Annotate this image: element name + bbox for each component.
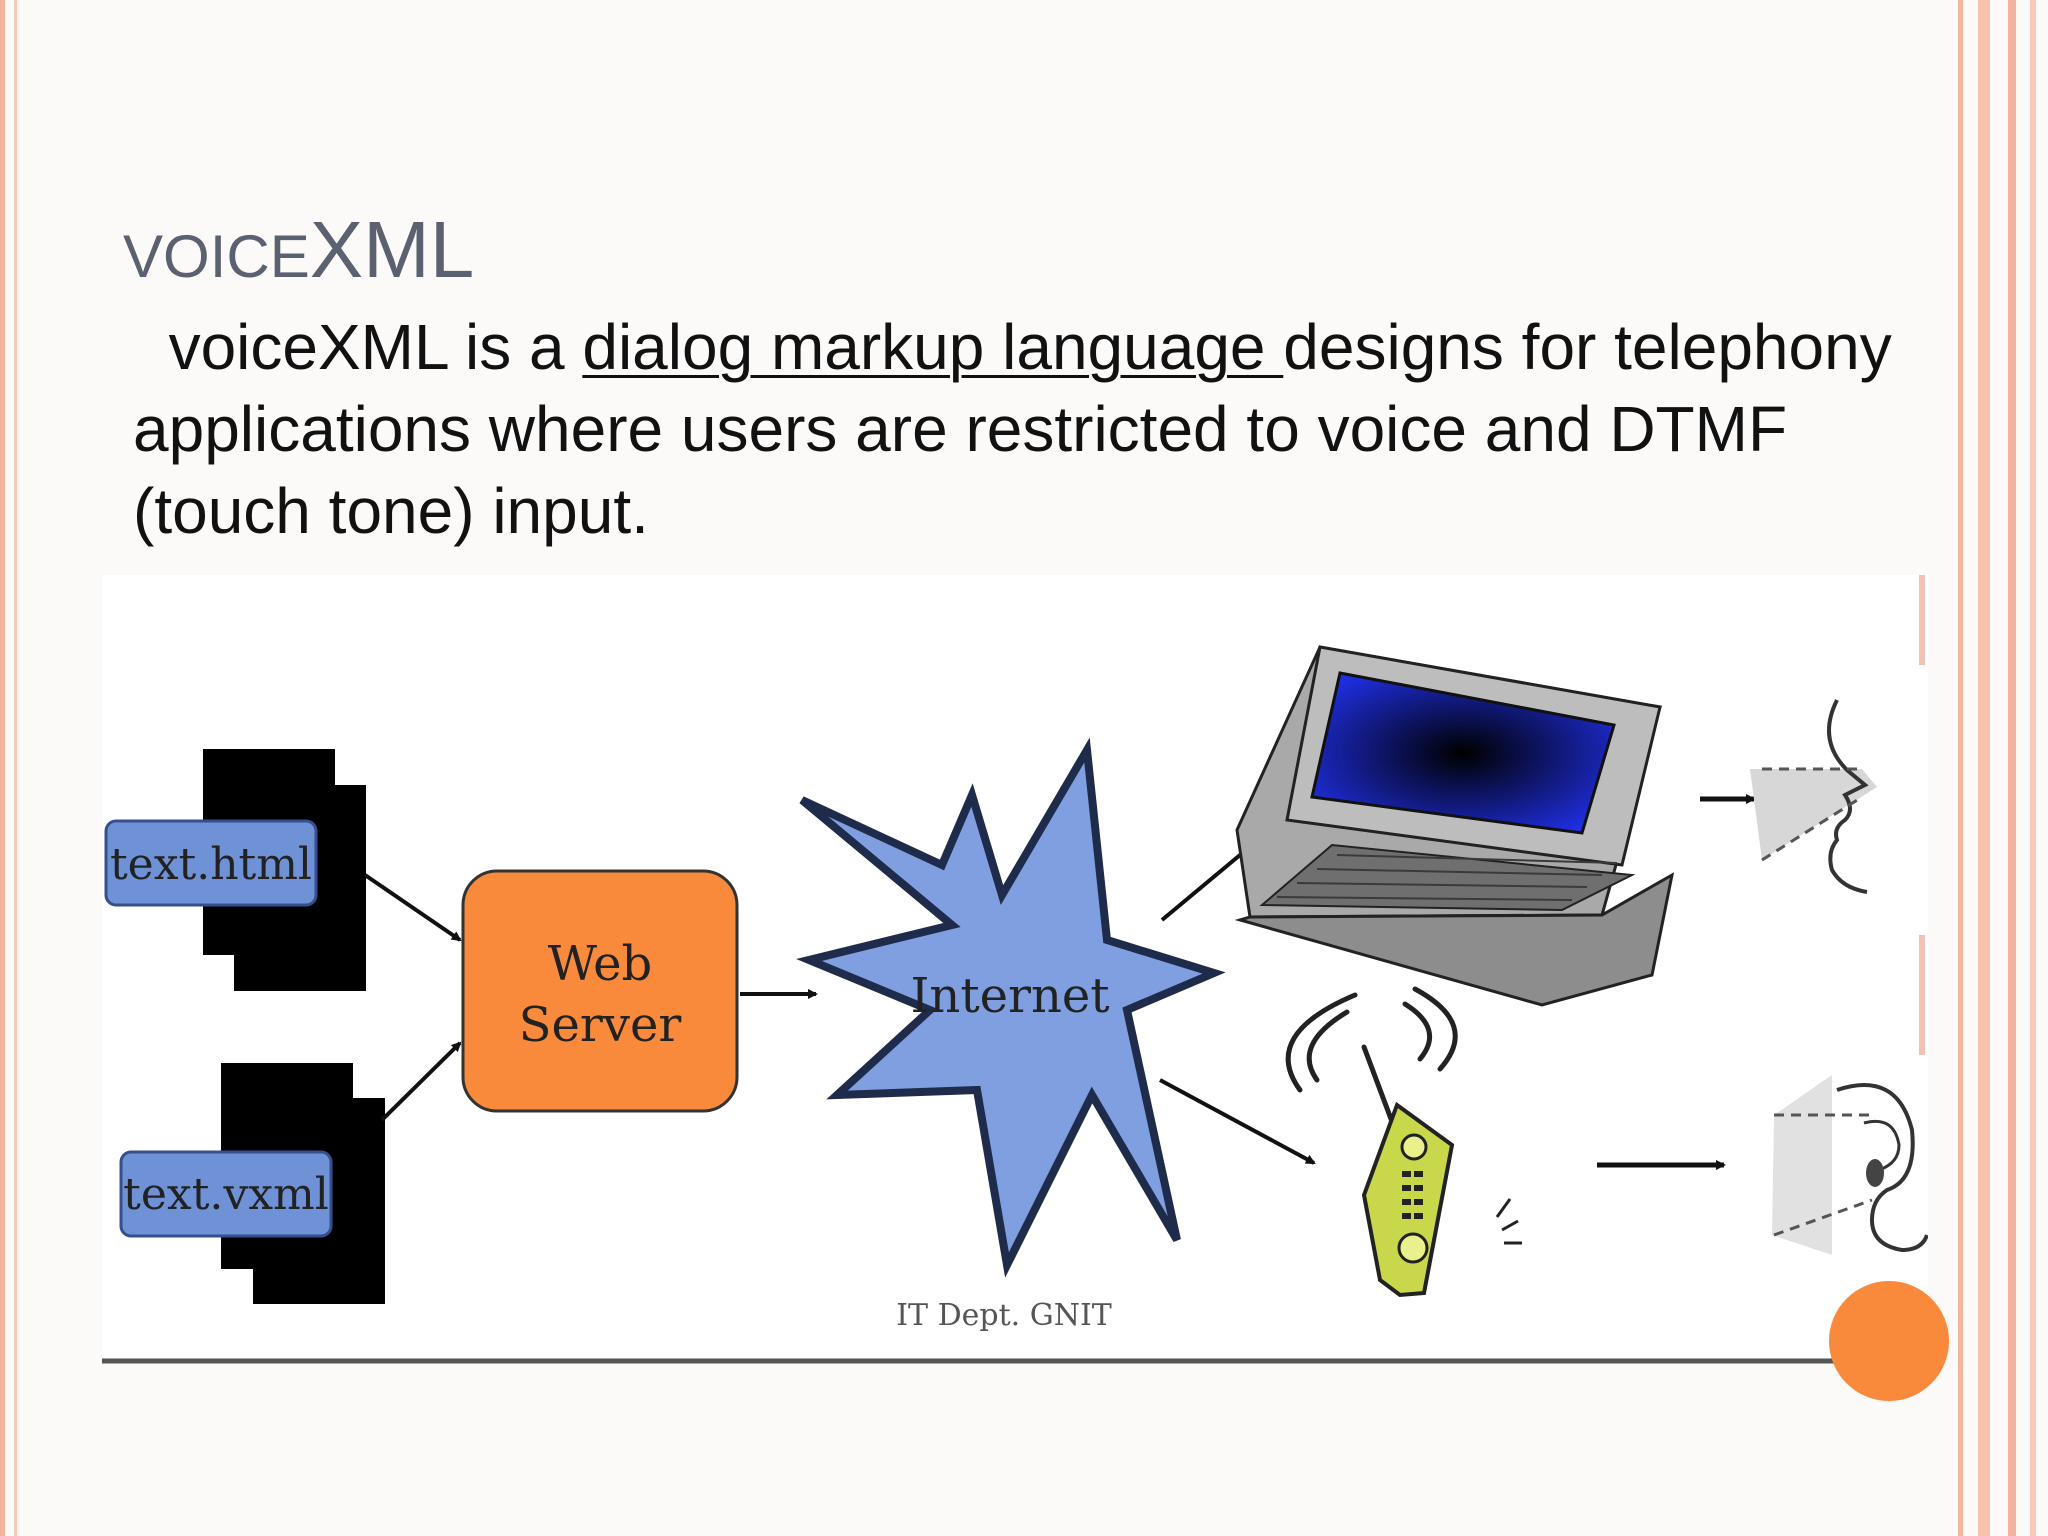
body-text-rest: designs for telephony applications where… <box>133 311 1892 547</box>
web-server-box: Web Server <box>461 869 739 1113</box>
left-frame-line-inner <box>14 0 17 1536</box>
voicexml-architecture-diagram: text.html text.vxml Web Server Internet <box>102 575 1928 1364</box>
title-small-caps: VOICE <box>123 223 310 290</box>
right-faint-bar-top <box>1919 575 1925 665</box>
title-large: XML <box>309 205 475 294</box>
html-doc-label: text.html <box>110 839 312 890</box>
arrow-internet-to-phone <box>1159 1078 1316 1165</box>
ear-listening-icon <box>1772 1075 1928 1255</box>
html-document-stack: text.html <box>104 749 366 991</box>
right-frame-line-3 <box>2008 0 2016 1536</box>
web-server-label-line1: Web <box>548 936 653 992</box>
vxml-document-stack: text.vxml <box>119 1063 385 1304</box>
vxml-doc-label: text.vxml <box>123 1169 329 1220</box>
vxml-label-box <box>119 1150 333 1238</box>
internet-label: Internet <box>910 968 1109 1024</box>
internet-burst: Internet <box>796 737 1226 1278</box>
right-frame-line-2 <box>1978 0 1990 1536</box>
arrow-vxml-to-server <box>380 1041 462 1122</box>
left-frame-line <box>0 0 5 1536</box>
right-frame-line-4 <box>2030 0 2036 1536</box>
web-server-label-line2: Server <box>519 997 682 1053</box>
slide-title: VOICEXML <box>123 205 474 302</box>
orange-accent-circle <box>1829 1281 1949 1401</box>
right-faint-bar-mid <box>1919 935 1925 1055</box>
body-text-start: voiceXML is a <box>133 311 583 383</box>
html-label-box <box>104 819 318 907</box>
laptop-icon <box>1234 645 1675 1007</box>
dialog-markup-language-link[interactable]: dialog markup language <box>582 311 1284 383</box>
mobile-phone-icon <box>1285 986 1522 1298</box>
arrow-html-to-server <box>363 873 462 942</box>
right-frame-line-1 <box>1958 0 1963 1536</box>
face-speaking-icon <box>1750 699 1877 894</box>
body-paragraph: voiceXML is a dialog markup language des… <box>133 306 1933 552</box>
diagram-credit: IT Dept. GNIT <box>896 1298 1112 1333</box>
